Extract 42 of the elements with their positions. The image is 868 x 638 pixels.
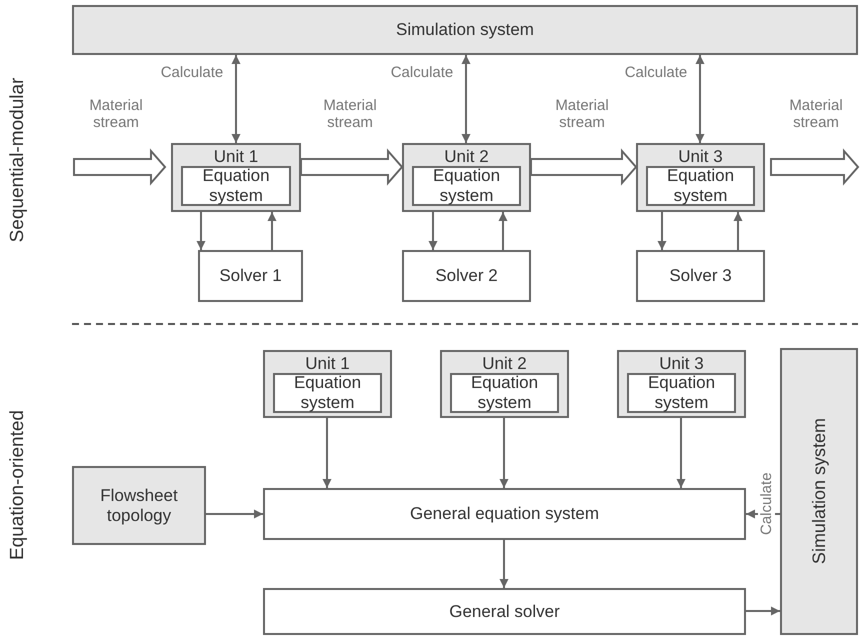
arrow (734, 212, 742, 250)
process-box: General solver (263, 588, 746, 635)
unit-title: Unit 3 (658, 354, 705, 374)
arrow (696, 55, 704, 143)
section-label: Sequential-modular (7, 78, 29, 242)
system-box: Simulation system (72, 5, 858, 55)
equation-box: Equation system (273, 373, 382, 413)
equation-box: Equation system (646, 166, 755, 206)
unit-title: Unit 2 (481, 354, 528, 374)
equation-box: Solver 1 (198, 250, 303, 302)
unit-title: Unit 1 (304, 354, 351, 374)
equation-box: Solver 3 (636, 250, 765, 302)
unit-title: Unit 1 (212, 147, 260, 167)
equation-box: Solver 2 (402, 250, 531, 302)
block-arrow (530, 148, 638, 186)
arrow (196, 212, 206, 250)
arrow (428, 212, 438, 250)
equation-box: Equation system (450, 373, 559, 413)
block-arrow (770, 148, 860, 186)
unit-title: Unit 3 (677, 147, 724, 167)
block-arrow (300, 148, 404, 186)
section-label: Equation-oriented (7, 410, 29, 560)
equation-box: Equation system (627, 373, 736, 413)
arrow (500, 540, 508, 588)
unit-title: Unit 2 (443, 147, 490, 167)
arrow (500, 418, 508, 488)
system-box: Simulation system (780, 348, 858, 635)
block-arrow (73, 148, 166, 186)
arrow (676, 418, 686, 488)
edge-label: Calculate (758, 470, 775, 537)
arrow (232, 55, 240, 143)
equation-box: Equation system (412, 166, 521, 206)
arrow (322, 418, 332, 488)
arrow (498, 212, 508, 250)
process-box: Flowsheet topology (72, 466, 206, 545)
arrow (462, 55, 470, 143)
arrow (746, 606, 780, 616)
arrow (268, 212, 276, 250)
arrow (658, 212, 666, 250)
arrow (206, 510, 263, 518)
process-box: General equation system (263, 488, 746, 540)
equation-box: Equation system (181, 166, 291, 206)
